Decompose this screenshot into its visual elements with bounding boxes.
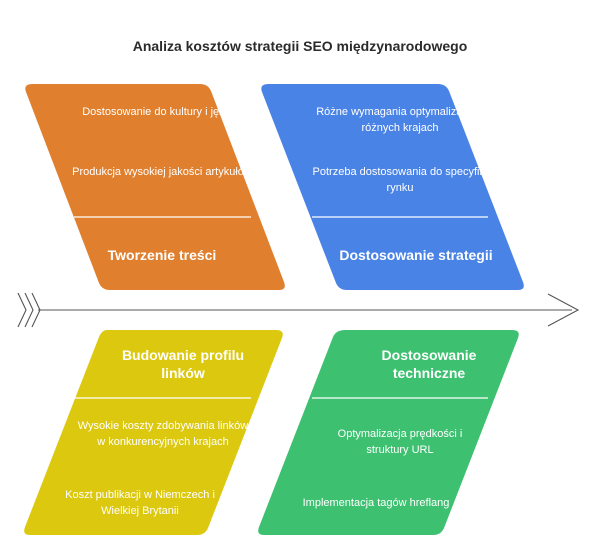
cause-item: Wysokie koszty zdobywania linków w konku…: [77, 420, 249, 448]
cause-item: Dostosowanie do kultury i języka: [82, 106, 242, 118]
spine-arrow: [17, 292, 580, 328]
cause-item: Różne wymagania optymalizacji w różnych …: [316, 106, 484, 134]
category-heading: Budowanie profilu linków: [121, 347, 245, 381]
category-heading: Dostosowanie techniczne: [381, 347, 477, 381]
category-box-linki: [24, 330, 283, 535]
category-box-techniczne: [258, 330, 519, 535]
diagram-title: Analiza kosztów strategii SEO międzynaro…: [132, 38, 468, 54]
category-box-tworzenie: [25, 84, 285, 290]
cause-item: Implementacja tagów hreflang: [302, 497, 450, 509]
category-heading: Dostosowanie strategii: [339, 247, 493, 263]
cause-item: Potrzeba dostosowania do specyfiki rynku: [312, 166, 488, 194]
category-box-strategia: [261, 84, 524, 290]
category-heading: Tworzenie treści: [107, 247, 217, 263]
cause-item: Koszt publikacji w Niemczech i Wielkiej …: [65, 489, 215, 517]
cause-item: Produkcja wysokiej jakości artykułów: [72, 166, 252, 178]
cause-item: Optymalizacja prędkości i struktury URL: [337, 428, 463, 456]
